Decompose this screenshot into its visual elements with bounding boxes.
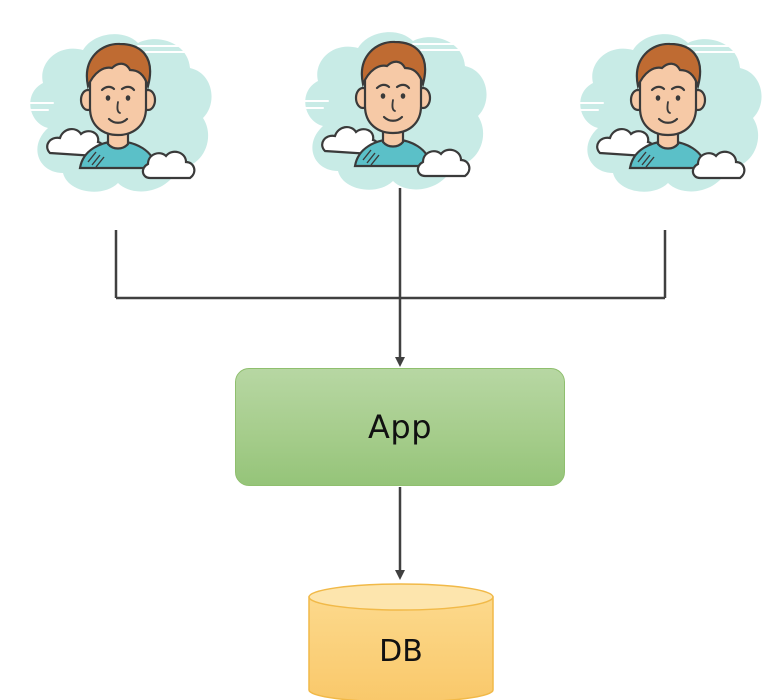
connector-lines: [114, 188, 667, 367]
user-avatar-icon: [296, 30, 488, 191]
app-node: App: [235, 368, 565, 486]
user-avatar-icon: [571, 32, 763, 193]
db-cylinder-icon: [308, 583, 494, 700]
app-label: App: [367, 408, 432, 446]
user-3: [571, 32, 763, 193]
db-label: DB: [379, 633, 423, 669]
user-avatar-icon: [21, 32, 213, 193]
user-1: [21, 32, 213, 193]
user-2: [296, 30, 488, 191]
